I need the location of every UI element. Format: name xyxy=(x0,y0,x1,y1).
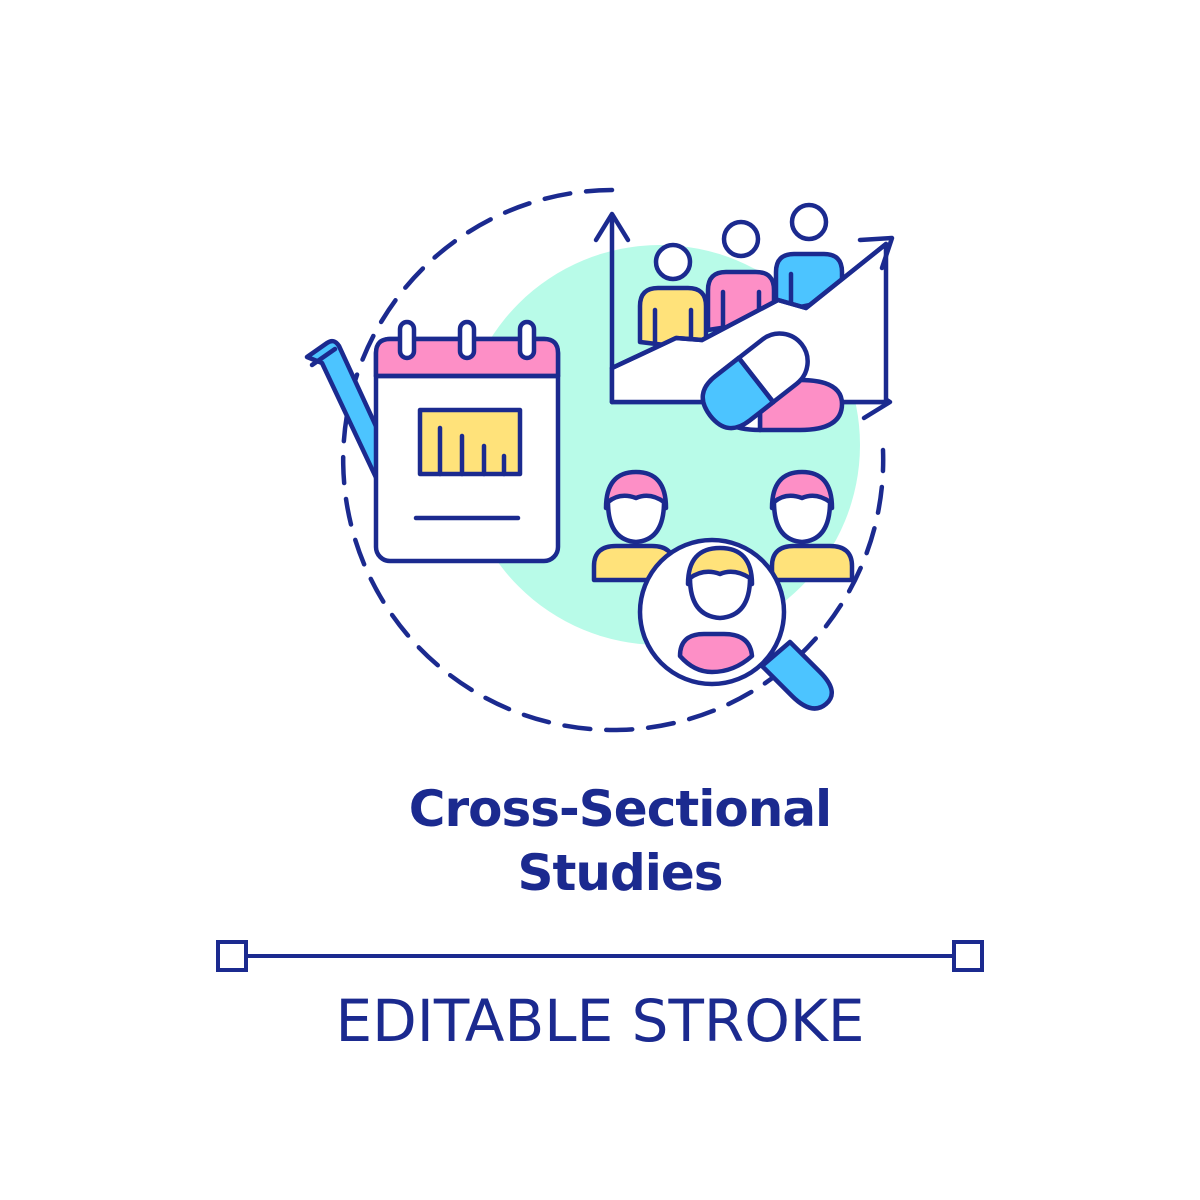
dashed-ring xyxy=(340,187,886,733)
editable-stroke-caption: EDITABLE STROKE xyxy=(335,987,865,1055)
person-icon-right xyxy=(769,469,855,583)
capsule-icon xyxy=(700,331,845,433)
cross-sectional-studies-illustration xyxy=(304,187,895,733)
magnifier-icon xyxy=(637,537,834,711)
bar-chart-icon xyxy=(417,407,523,477)
stroke-anchor-right xyxy=(952,940,984,972)
page-title-line-1: Cross-Sectional xyxy=(408,780,832,838)
editable-stroke-line xyxy=(216,940,984,972)
stroke-anchor-left xyxy=(216,940,248,972)
person-icon-left xyxy=(591,469,677,583)
page-title-line-2: Studies xyxy=(517,844,723,902)
